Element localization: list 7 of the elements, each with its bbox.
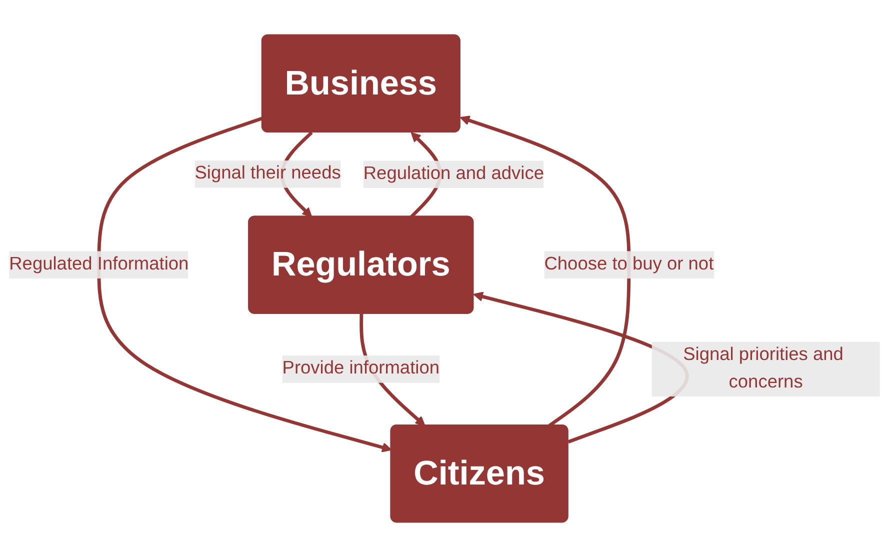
edge-label: Choose to buy or not — [544, 254, 714, 274]
edge-label: Regulation and advice — [363, 164, 544, 184]
edge-label: Signal their needs — [194, 164, 341, 184]
arrow — [97, 116, 392, 452]
edge-label: Signal priorities and concerns — [683, 345, 844, 392]
edge-label: Regulated Information — [9, 254, 189, 274]
edge-label: Provide information — [282, 358, 440, 378]
